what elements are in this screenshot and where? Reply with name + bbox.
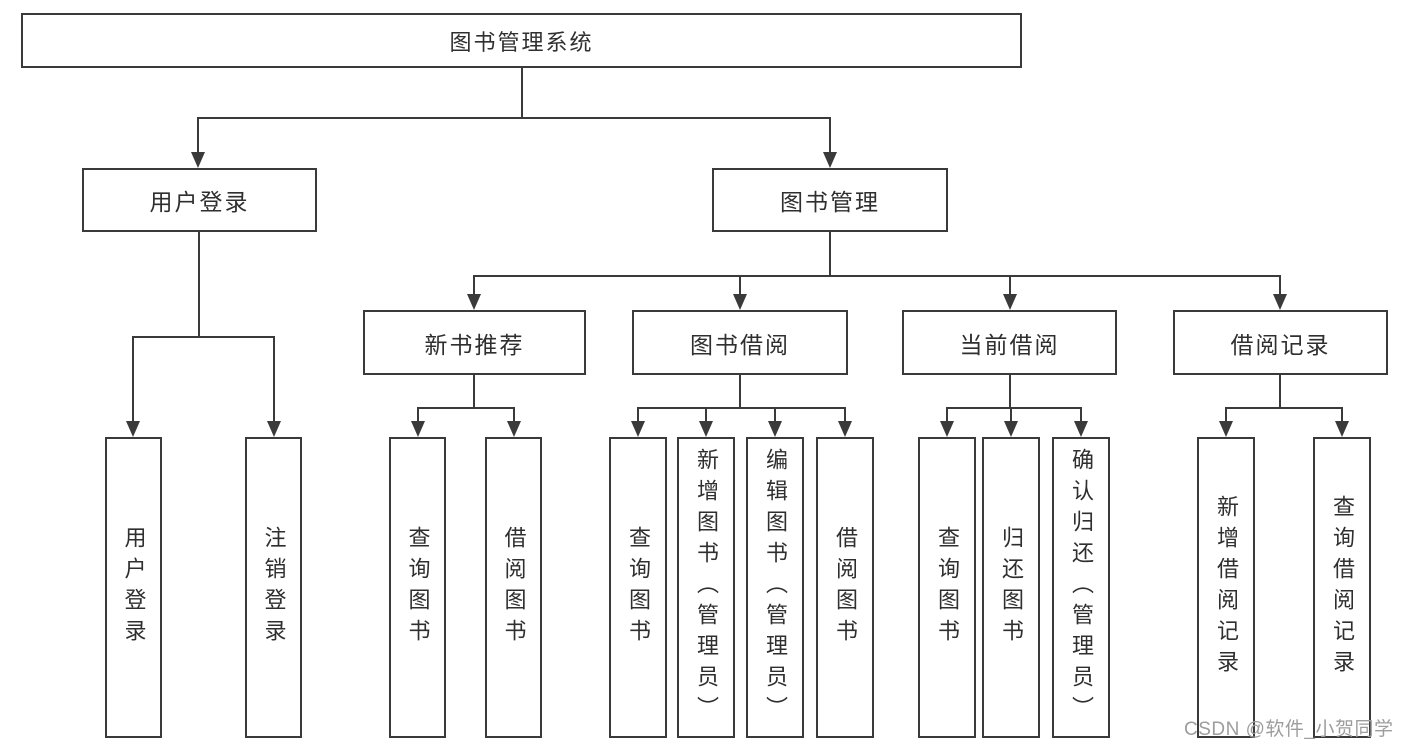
connector-d2-shaft [1341,407,1343,423]
node-borrow-records: 借阅记录 [1173,310,1388,375]
connector-a1-shaft [417,407,419,423]
node-borrow-records-label: 借阅记录 [1230,331,1331,358]
connector-leaf-logout-shaft [273,336,275,422]
connector-group-a-drop [473,375,475,409]
arrowhead-down-leaf-logout [267,421,281,437]
arrowhead-down-b3 [768,421,782,437]
watermark-text: CSDN @软件_小贺同学 [1184,719,1394,740]
connector-root-drop [521,68,523,118]
node-user-login-label: 用户登录 [149,189,250,215]
leaf-new-books-query-label: 查询图书 [405,525,431,650]
arrowhead-down-b1 [631,421,645,437]
connector-b2-shaft [705,407,707,423]
leaf-new-books-borrow: 借阅图书 [485,437,542,738]
node-user-login: 用户登录 [82,168,317,232]
connector-borrow-records-shaft [1279,275,1281,297]
connector-new-books-shaft [473,275,475,297]
connector-group-c-drop [1009,375,1011,409]
connector-user-login-drop [198,232,200,338]
leaf-current-query-label: 查询图书 [935,525,960,650]
arrowhead-down-leaf-login [126,421,140,437]
leaf-user-login-label: 用户登录 [121,525,147,650]
leaf-new-books-borrow-label: 借阅图书 [501,525,527,650]
leaf-borrow-query: 查询图书 [609,437,667,738]
arrowhead-down-d1 [1219,421,1233,437]
leaf-borrow-borrow: 借阅图书 [816,437,874,738]
connector-a2-shaft [513,407,515,423]
leaf-records-query: 查询借阅记录 [1313,437,1371,738]
connector-user-login-rail [132,336,275,338]
connector-book-borrow-shaft [739,275,741,297]
leaf-borrow-query-label: 查询图书 [626,525,651,650]
connector-group-a-rail [417,407,515,409]
connector-group-b-rail [637,407,846,409]
node-current-borrow: 当前借阅 [902,310,1117,375]
connector-book-mgmt-drop [829,232,831,277]
node-new-book-recommend: 新书推荐 [363,310,586,375]
leaf-logout: 注销登录 [245,437,302,738]
connector-leaf-login-shaft [132,336,134,422]
connector-b4-shaft [844,407,846,423]
connector-user-login-shaft [197,117,199,155]
leaf-borrow-edit-admin: 编辑图书（管理员） [746,437,804,738]
connector-level2-rail [197,117,831,119]
node-book-borrow: 图书借阅 [632,310,848,375]
leaf-logout-label: 注销登录 [261,525,287,650]
node-root: 图书管理系统 [21,13,1022,68]
connector-group-d-rail [1225,407,1343,409]
arrowhead-down-user-login [191,152,205,168]
connector-b3-shaft [774,407,776,423]
arrowhead-down-c2 [1004,421,1018,437]
leaf-borrow-add-admin-label: 新增图书（管理员） [694,448,719,727]
arrowhead-down-borrow-records [1273,294,1287,310]
node-book-management-label: 图书管理 [780,189,880,215]
connector-b1-shaft [637,407,639,423]
arrowhead-down-current-borrow [1003,294,1017,310]
leaf-current-confirm-admin-label: 确认归还（管理员） [1069,448,1094,727]
leaf-current-query: 查询图书 [918,437,976,738]
node-book-borrow-label: 图书借阅 [690,331,790,358]
connector-current-borrow-shaft [1009,275,1011,297]
node-book-management: 图书管理 [712,168,948,232]
leaf-borrow-add-admin: 新增图书（管理员） [677,437,735,738]
arrowhead-down-d2 [1335,421,1349,437]
leaf-user-login: 用户登录 [105,437,162,738]
connector-c2-shaft [1010,407,1012,423]
node-root-label: 图书管理系统 [449,29,594,55]
arrowhead-down-a2 [507,421,521,437]
arrowhead-down-b4 [838,421,852,437]
connector-book-mgmt-shaft [829,117,831,155]
connector-group-d-drop [1279,375,1281,409]
arrowhead-down-book-borrow [733,294,747,310]
leaf-borrow-edit-admin-label: 编辑图书（管理员） [763,448,788,727]
leaf-current-return-label: 归还图书 [999,525,1024,650]
arrowhead-down-new-books [467,294,481,310]
arrowhead-down-c1 [940,421,954,437]
leaf-current-return: 归还图书 [982,437,1040,738]
connector-group-b-drop [739,375,741,409]
leaf-records-query-label: 查询借阅记录 [1330,494,1355,681]
arrowhead-down-c3 [1074,421,1088,437]
node-current-borrow-label: 当前借阅 [959,331,1060,358]
leaf-current-confirm-admin: 确认归还（管理员） [1052,437,1110,738]
node-new-book-recommend-label: 新书推荐 [424,331,525,358]
connector-d1-shaft [1225,407,1227,423]
leaf-borrow-borrow-label: 借阅图书 [833,525,858,650]
arrowhead-down-a1 [411,421,425,437]
leaf-records-add-label: 新增借阅记录 [1214,494,1239,681]
connector-group-c-rail [946,407,1082,409]
leaf-new-books-query: 查询图书 [389,437,446,738]
connector-c1-shaft [946,407,948,423]
arrowhead-down-book-mgmt [823,152,837,168]
connector-level3-rail [473,275,1281,277]
connector-c3-shaft [1080,407,1082,423]
leaf-records-add: 新增借阅记录 [1197,437,1255,738]
arrowhead-down-b2 [699,421,713,437]
